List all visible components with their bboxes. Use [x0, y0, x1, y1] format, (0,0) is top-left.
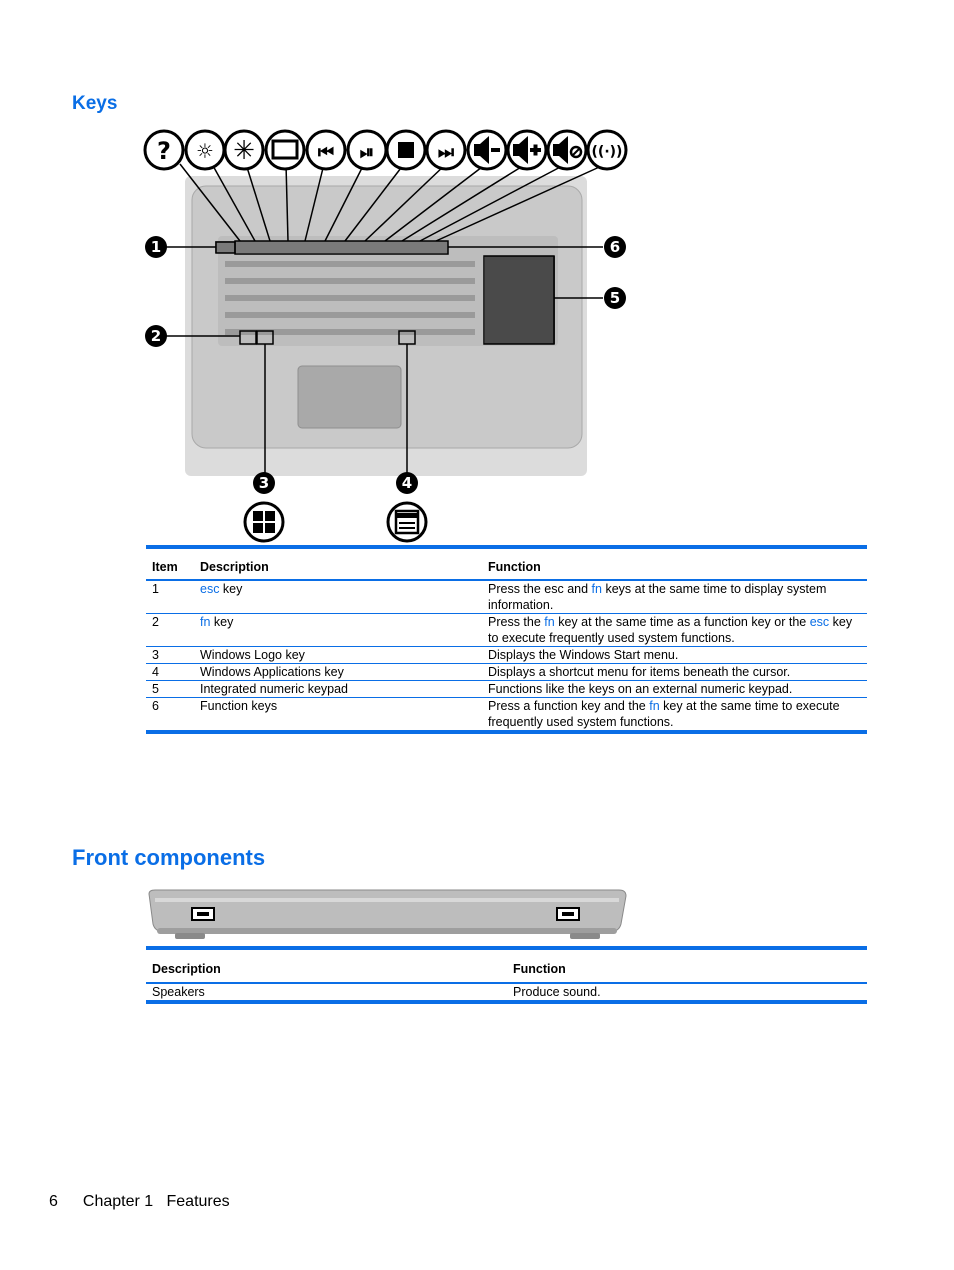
esc-link[interactable]: esc — [809, 615, 830, 629]
item-function: Functions like the keys on an external n… — [488, 682, 793, 696]
table-row: Speakers Produce sound. — [146, 983, 867, 1002]
fn-text: keys at the same time to display system … — [488, 582, 827, 612]
item-description: Windows Applications key — [200, 665, 344, 679]
item-number: 3 — [152, 648, 159, 662]
esc-link[interactable]: esc — [200, 582, 220, 596]
svg-text:?: ? — [157, 137, 171, 165]
fn-text: Press the esc and — [488, 582, 592, 596]
svg-text:5: 5 — [610, 289, 620, 307]
item-description: Windows Logo key — [200, 648, 305, 662]
svg-text:⏮: ⏮ — [318, 142, 334, 163]
svg-text:2: 2 — [151, 327, 161, 345]
header-function: Function — [488, 560, 541, 574]
table-row: 1 esc key Press the esc and fn keys at t… — [146, 580, 867, 614]
table-row: 2 fn key Press the fn key at the same ti… — [146, 614, 867, 647]
callout-2: 2 — [145, 325, 167, 347]
svg-text:6: 6 — [610, 238, 620, 256]
page-number: 6 — [49, 1193, 58, 1210]
function-key-icons: ? ☼ ✳ ⏮ ⏯ ⏭ ((·)) — [143, 129, 628, 171]
windows-applications-icon — [386, 501, 428, 543]
keyboard-figure: ? ☼ ✳ ⏮ ⏯ ⏭ ((·)) 1 2 3 4 5 6 — [143, 129, 628, 543]
callout-4: 4 — [396, 472, 418, 494]
table-row: 5 Integrated numeric keypad Functions li… — [146, 681, 867, 698]
fn-link[interactable]: fn — [200, 615, 211, 629]
desc-text: key — [210, 615, 234, 629]
laptop-base-illustration — [185, 176, 587, 476]
component-description: Speakers — [152, 985, 205, 999]
front-view-figure — [148, 889, 627, 939]
item-function: Press a function key and the fn key at t… — [488, 698, 867, 733]
page-footer: 6 Chapter 1 Features — [49, 1193, 230, 1211]
item-function: Displays a shortcut menu for items benea… — [488, 665, 791, 679]
fn-link[interactable]: fn — [544, 615, 555, 629]
item-number: 5 — [152, 682, 159, 696]
brightness-up-icon: ✳ — [223, 129, 265, 171]
fn-link[interactable]: fn — [591, 582, 602, 596]
front-components-heading: Front components — [72, 845, 266, 870]
previous-track-icon: ⏮ — [305, 129, 347, 171]
desc-text: key — [219, 582, 243, 596]
front-table-header: Description Function — [146, 948, 867, 983]
keys-table: Item Description Function 1 esc key Pres… — [146, 545, 867, 734]
play-pause-icon: ⏯ — [346, 129, 388, 171]
item-description: Function keys — [200, 699, 278, 713]
item-number: 1 — [152, 582, 159, 596]
fn-text: key to execute frequently used system fu… — [488, 615, 853, 645]
item-function: Displays the Windows Start menu. — [488, 648, 679, 662]
help-icon: ? — [143, 129, 185, 171]
header-item: Item — [152, 560, 178, 574]
keys-table-header: Item Description Function — [146, 547, 867, 580]
svg-text:((·)): ((·)) — [592, 144, 623, 160]
fn-link[interactable]: fn — [649, 699, 660, 713]
table-row: 6 Function keys Press a function key and… — [146, 698, 867, 733]
windows-logo-icon — [243, 501, 285, 543]
svg-text:⏭: ⏭ — [438, 142, 455, 163]
item-description: fn key — [200, 614, 488, 647]
fn-text: Press a function key and the — [488, 699, 650, 713]
svg-text:⏯: ⏯ — [360, 142, 374, 163]
callout-3: 3 — [253, 472, 275, 494]
fn-text: key at the same time as a function key o… — [554, 615, 810, 629]
volume-up-icon — [506, 129, 548, 171]
item-number: 6 — [152, 699, 159, 713]
item-function: Press the esc and fn keys at the same ti… — [488, 580, 867, 614]
svg-text:☼: ☼ — [196, 139, 214, 163]
item-description: esc key — [200, 580, 488, 614]
fn-text: key at the same time to execute frequent… — [488, 699, 840, 729]
wireless-icon: ((·)) — [586, 129, 628, 171]
fn-text: Press the — [488, 615, 545, 629]
volume-down-icon — [466, 129, 508, 171]
header-function: Function — [513, 962, 566, 976]
callout-leaders — [165, 163, 607, 473]
mute-icon — [546, 129, 588, 171]
front-components-table: Description Function Speakers Produce so… — [146, 946, 867, 1004]
next-track-icon: ⏭ — [425, 129, 467, 171]
item-description: Integrated numeric keypad — [200, 682, 349, 696]
callout-badges: 1 2 3 4 5 6 — [145, 236, 626, 494]
brightness-down-icon: ☼ — [184, 129, 226, 171]
item-number: 4 — [152, 665, 159, 679]
callout-5: 5 — [604, 287, 626, 309]
stop-icon — [385, 129, 427, 171]
header-description: Description — [200, 560, 269, 574]
callout-6: 6 — [604, 236, 626, 258]
item-function: Press the fn key at the same time as a f… — [488, 614, 867, 647]
svg-text:1: 1 — [151, 238, 161, 256]
chapter-title: Chapter 1 Features — [82, 1193, 230, 1210]
table-row: 4 Windows Applications key Displays a sh… — [146, 664, 867, 681]
svg-text:4: 4 — [402, 474, 412, 492]
component-function: Produce sound. — [513, 985, 601, 999]
callout-1: 1 — [145, 236, 167, 258]
svg-text:3: 3 — [259, 474, 269, 492]
table-row: 3 Windows Logo key Displays the Windows … — [146, 647, 867, 664]
display-switch-icon — [264, 129, 306, 171]
header-description: Description — [152, 962, 221, 976]
keys-heading: Keys — [72, 93, 118, 114]
svg-text:✳: ✳ — [233, 136, 255, 166]
item-number: 2 — [152, 615, 159, 629]
